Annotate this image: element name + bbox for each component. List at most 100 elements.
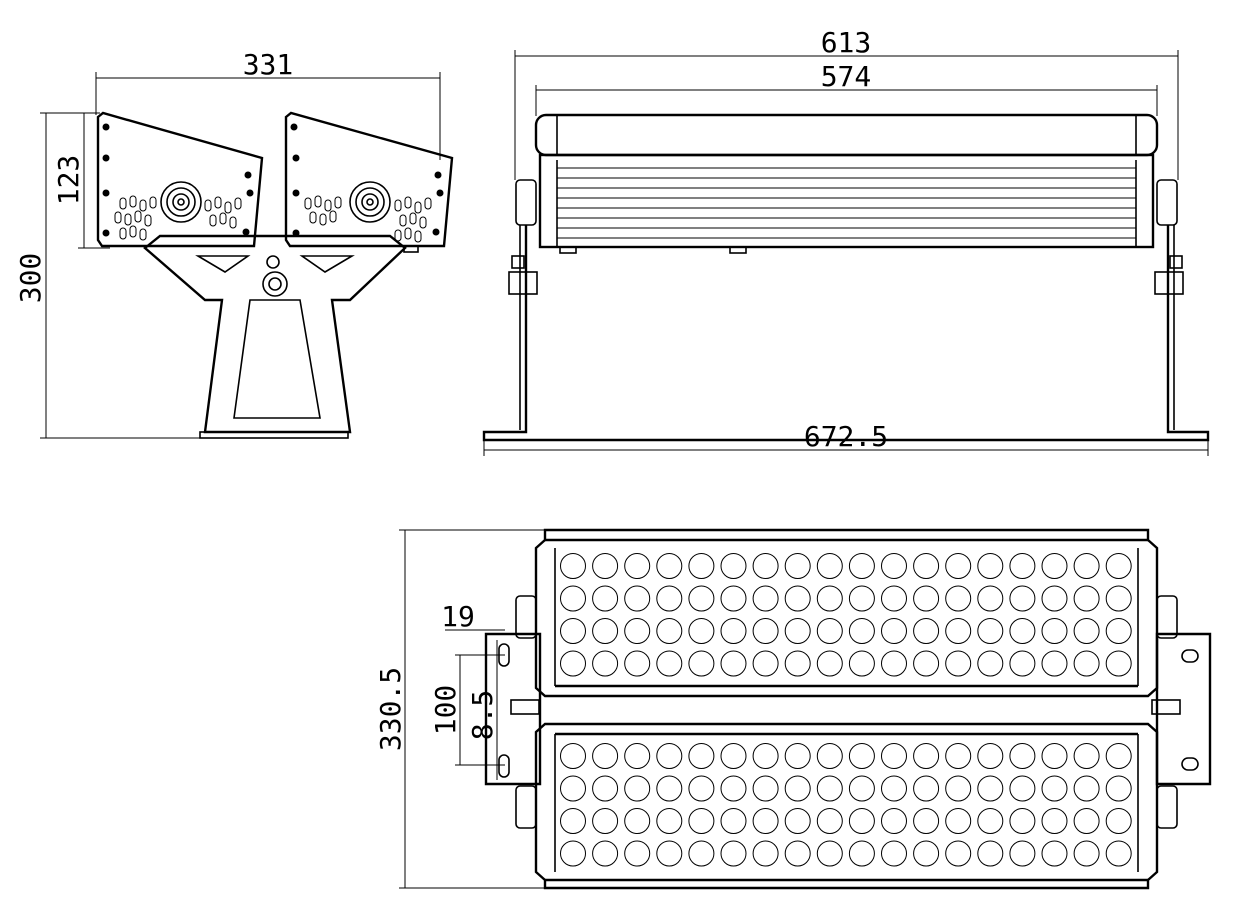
led-circle (945, 553, 972, 579)
led-circle (784, 585, 811, 612)
dim-mount-spacing: 100 (429, 685, 462, 736)
led-circle (881, 743, 907, 769)
led-circle (688, 808, 715, 834)
led-circle (848, 743, 875, 769)
led-circle (913, 743, 940, 769)
led-circle (688, 553, 715, 579)
led-circle (1105, 585, 1132, 612)
led-circle (624, 650, 651, 677)
led-circle (881, 585, 907, 612)
led-circle (560, 618, 586, 644)
dim-front-base: 672.5 (804, 420, 888, 453)
led-circle (816, 553, 843, 579)
led-circle (1105, 775, 1132, 802)
side-view: 331 123 300 (14, 48, 454, 439)
led-circle (977, 553, 1004, 579)
led-circle (1041, 585, 1068, 612)
led-circle (1009, 585, 1036, 612)
led-circle (560, 585, 586, 612)
led-circle (913, 775, 940, 802)
led-circle (752, 553, 779, 579)
led-circle (560, 840, 586, 867)
led-circle (1009, 553, 1036, 579)
led-circle (656, 618, 683, 644)
led-circle (848, 618, 875, 644)
led-circle (688, 618, 715, 644)
led-circle (656, 553, 683, 579)
led-array-upper (560, 553, 1132, 677)
led-circle (848, 553, 875, 579)
led-circle (1073, 650, 1100, 677)
led-circle (881, 808, 907, 834)
led-circle (913, 650, 940, 677)
led-circle (784, 743, 811, 769)
led-circle (881, 618, 907, 644)
led-circle (816, 585, 843, 612)
dim-slot-size: 8.5 (466, 690, 499, 741)
led-circle (720, 743, 747, 769)
dim-side-width: 331 (243, 48, 294, 81)
led-circle (560, 650, 586, 677)
led-circle (945, 585, 972, 612)
led-circle (656, 840, 683, 867)
dim-front-overall: 613 (821, 26, 872, 59)
led-circle (1041, 808, 1068, 834)
led-circle (913, 808, 940, 834)
led-circle (656, 743, 683, 769)
dim-side-total-height: 300 (14, 253, 47, 304)
led-circle (784, 650, 811, 677)
led-circle (913, 840, 940, 867)
led-circle (752, 585, 779, 612)
dim-front-body: 574 (821, 60, 872, 93)
led-circle (848, 775, 875, 802)
top-view: 330.5 19 100 8.5 (374, 528, 1212, 890)
led-circle (913, 585, 940, 612)
led-circle (1105, 650, 1132, 677)
led-circle (1009, 840, 1036, 867)
led-circle (1105, 840, 1132, 867)
led-circle (816, 618, 843, 644)
led-circle (1041, 775, 1068, 802)
led-circle (624, 840, 651, 867)
led-circle (688, 775, 715, 802)
led-circle (752, 650, 779, 677)
led-circle (1105, 743, 1132, 769)
led-circle (848, 585, 875, 612)
led-circle (848, 808, 875, 834)
led-circle (881, 840, 907, 867)
led-circle (816, 743, 843, 769)
led-circle (945, 808, 972, 834)
led-circle (784, 553, 811, 579)
led-circle (752, 808, 779, 834)
dim-top-depth: 330.5 (374, 667, 407, 751)
led-circle (1009, 618, 1036, 644)
led-circle (752, 775, 779, 802)
led-circle (945, 743, 972, 769)
led-circle (977, 618, 1004, 644)
led-circle (816, 650, 843, 677)
led-circle (1073, 808, 1100, 834)
led-circle (560, 743, 586, 769)
led-circle (881, 650, 907, 677)
led-circle (1009, 743, 1036, 769)
led-circle (592, 585, 619, 612)
led-circle (688, 840, 715, 867)
led-circle (816, 808, 843, 834)
led-circle (1073, 553, 1100, 579)
led-circle (1041, 618, 1068, 644)
led-circle (752, 840, 779, 867)
led-circle (592, 650, 619, 677)
led-circle (720, 808, 747, 834)
led-circle (945, 840, 972, 867)
led-circle (1073, 585, 1100, 612)
led-circle (560, 553, 586, 579)
led-circle (1073, 743, 1100, 769)
led-circle (945, 650, 972, 677)
led-circle (752, 743, 779, 769)
led-circle (624, 618, 651, 644)
led-circle (784, 618, 811, 644)
led-circle (977, 585, 1004, 612)
led-circle (752, 618, 779, 644)
led-circle (1105, 808, 1132, 834)
front-view: 613 574 (482, 26, 1210, 456)
